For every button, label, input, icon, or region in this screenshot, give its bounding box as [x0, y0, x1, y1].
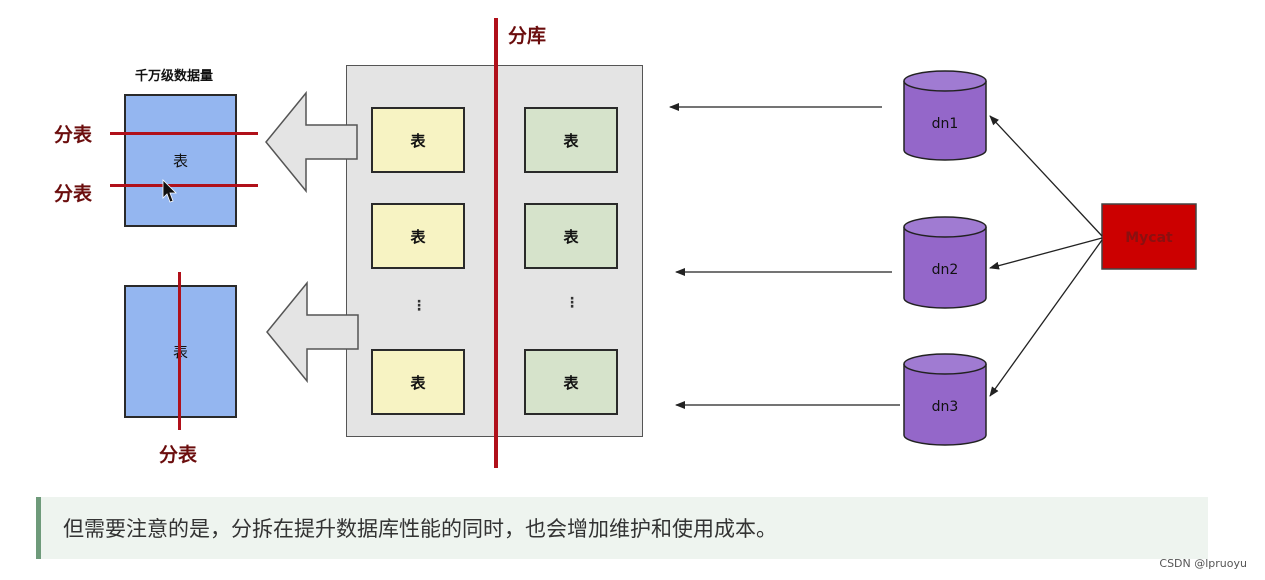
right-table-1: 表 — [524, 107, 618, 173]
split-line-horizontal-2 — [110, 184, 258, 187]
database-dn3-label: dn3 — [932, 399, 959, 415]
left-table-2: 表 — [371, 203, 465, 269]
split-label-bottom: 分表 — [159, 444, 198, 466]
database-dn1: dn1 — [903, 70, 987, 161]
arrow-source-to-dn3 — [989, 239, 1103, 397]
left-table-1: 表 — [371, 107, 465, 173]
database-dn3: dn3 — [903, 353, 987, 446]
big-arrow-bottom — [266, 280, 359, 384]
left-ellipsis: ⋮ — [412, 298, 426, 314]
mouse-cursor-icon — [162, 179, 177, 203]
right-table-3: 表 — [524, 349, 618, 415]
split-line-horizontal-1 — [110, 132, 258, 135]
right-ellipsis: ⋮ — [565, 295, 579, 311]
split-label-1: 分表 — [54, 124, 93, 146]
split-line-vertical — [178, 272, 181, 430]
note-text: 但需要注意的是，分拆在提升数据库性能的同时，也会增加维护和使用成本。 — [63, 517, 777, 541]
database-dn1-label: dn1 — [932, 116, 959, 132]
database-dn2: dn2 — [903, 216, 987, 309]
big-arrow-top — [265, 90, 358, 194]
split-db-label: 分库 — [508, 25, 547, 47]
table-top: 表 — [124, 94, 237, 227]
arrow-source-to-dn2 — [989, 237, 1103, 270]
note-callout: 但需要注意的是，分拆在提升数据库性能的同时，也会增加维护和使用成本。 — [36, 497, 1208, 559]
data-volume-title: 千万级数据量 — [135, 69, 214, 84]
watermark: CSDN @lpruoyu — [1159, 557, 1247, 570]
split-label-2: 分表 — [54, 183, 93, 205]
table-top-label: 表 — [172, 152, 188, 170]
arrow-source-to-dn1 — [989, 115, 1103, 237]
split-db-line — [494, 18, 498, 468]
left-table-3: 表 — [371, 349, 465, 415]
database-dn2-label: dn2 — [932, 262, 959, 278]
source-box-label: Mycat — [1125, 230, 1173, 246]
right-table-2: 表 — [524, 203, 618, 269]
source-box — [1101, 203, 1197, 270]
